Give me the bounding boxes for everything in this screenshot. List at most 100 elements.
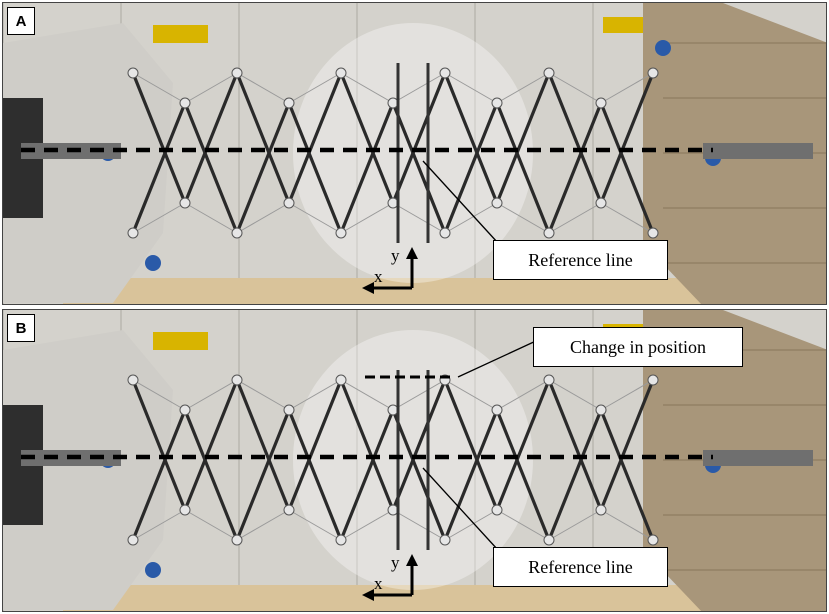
- joint-node: [491, 97, 503, 109]
- joint-node: [127, 227, 139, 239]
- joint-node: [127, 67, 139, 79]
- axis-y-arrowhead: [406, 554, 418, 566]
- strut: [287, 409, 343, 541]
- axis-x-arrowhead: [362, 282, 374, 294]
- cable: [236, 509, 290, 541]
- strut: [131, 102, 187, 234]
- strut: [391, 379, 447, 511]
- joint-node: [231, 534, 243, 546]
- axis-y-label: y: [391, 553, 400, 572]
- cable: [444, 202, 498, 234]
- strut: [495, 102, 551, 234]
- joint-node: [595, 197, 607, 209]
- cable: [236, 379, 290, 411]
- joint-node: [283, 404, 295, 416]
- cable: [132, 72, 186, 104]
- strut: [183, 102, 239, 234]
- joint-node: [543, 227, 555, 239]
- strut: [599, 409, 655, 541]
- strut: [443, 72, 499, 204]
- cable: [392, 72, 446, 104]
- cable: [444, 379, 498, 411]
- strut: [183, 409, 239, 541]
- sensor-actuator: [655, 40, 671, 56]
- callout-leader-line: [422, 467, 499, 551]
- strut: [547, 379, 603, 511]
- change-in-position-label: Change in position: [533, 327, 743, 367]
- strut: [131, 379, 187, 511]
- cable: [496, 379, 550, 411]
- yellow-equipment: [153, 332, 208, 350]
- joint-node: [491, 404, 503, 416]
- joint-node: [283, 97, 295, 109]
- cable: [288, 379, 342, 411]
- strut: [391, 102, 447, 234]
- strut: [131, 72, 187, 204]
- callout-leader-line: [422, 160, 499, 244]
- cable: [132, 379, 186, 411]
- right-actuator-bar: [703, 450, 813, 466]
- strut: [495, 409, 551, 541]
- strut: [599, 102, 655, 234]
- strut: [339, 379, 395, 511]
- joint-node: [127, 534, 139, 546]
- yellow-equipment: [153, 25, 208, 43]
- strut: [547, 102, 603, 234]
- strut: [339, 409, 395, 541]
- strut: [235, 379, 291, 511]
- joint-node: [283, 197, 295, 209]
- cable: [288, 202, 342, 234]
- photo-panel-a: A Reference line y x: [2, 2, 827, 305]
- cable: [288, 509, 342, 541]
- strut: [287, 379, 343, 511]
- strut: [443, 379, 499, 511]
- cable: [236, 202, 290, 234]
- strut: [287, 102, 343, 234]
- joint-node: [647, 227, 659, 239]
- joint-node: [491, 504, 503, 516]
- scene-drawing: [3, 3, 826, 304]
- axis-x-label: x: [374, 574, 383, 593]
- cable: [132, 202, 186, 234]
- cable: [548, 202, 602, 234]
- joint-node: [647, 67, 659, 79]
- joint-node: [543, 67, 555, 79]
- joint-node: [335, 227, 347, 239]
- change-callout-leader-line: [457, 339, 539, 378]
- cable: [496, 509, 550, 541]
- joint-node: [335, 374, 347, 386]
- joint-node: [491, 197, 503, 209]
- joint-node: [543, 374, 555, 386]
- joint-node: [595, 97, 607, 109]
- strut: [235, 409, 291, 541]
- axis-y-arrowhead: [406, 247, 418, 259]
- strut: [547, 409, 603, 541]
- cable: [548, 72, 602, 104]
- strut: [183, 379, 239, 511]
- joint-node: [595, 504, 607, 516]
- axis-y-label: y: [391, 246, 400, 265]
- panel-letter: B: [7, 314, 35, 342]
- joint-node: [647, 534, 659, 546]
- strut: [547, 72, 603, 204]
- axis-x-arrowhead: [362, 589, 374, 601]
- panel-letter: A: [7, 7, 35, 35]
- joint-node: [179, 504, 191, 516]
- joint-node: [335, 534, 347, 546]
- strut: [235, 72, 291, 204]
- joint-node: [595, 404, 607, 416]
- joint-node: [231, 374, 243, 386]
- joint-node: [179, 404, 191, 416]
- strut: [443, 409, 499, 541]
- reference-line-label: Reference line: [493, 240, 668, 280]
- right-actuator-bar: [703, 143, 813, 159]
- joint-node: [335, 67, 347, 79]
- cable: [184, 72, 238, 104]
- axis-x-label: x: [374, 267, 383, 286]
- cable: [236, 72, 290, 104]
- strut: [183, 72, 239, 204]
- scene-drawing: [3, 310, 826, 611]
- cable: [600, 72, 654, 104]
- strut: [339, 72, 395, 204]
- cable: [392, 379, 446, 411]
